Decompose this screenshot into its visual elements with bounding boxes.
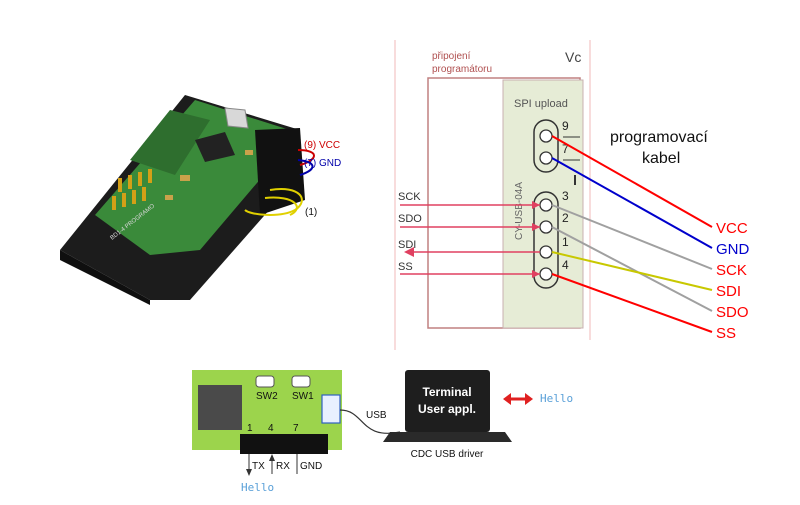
cable-callout: (1) [305,207,317,218]
wire-gnd [551,157,713,249]
corner-text: Vc [565,49,581,65]
wire-label-ss: SS [716,325,736,342]
gnd-label: GND [300,461,322,472]
pin-1-label: 1 [247,423,253,434]
sw2-label: SW2 [256,391,278,402]
cable-wire [264,196,298,216]
spi-schematic: připojení programátoru Vc SPI upload CY-… [394,40,750,350]
usb-serial-diagram: SW2 SW1 1 4 7 TX RX GND Hello USB Termin… [192,370,573,494]
pin-number: 9 [562,119,569,133]
module-component [245,150,253,155]
module-chip [195,132,235,162]
sw2-button [255,375,275,388]
header-label-line2: programátoru [432,64,492,75]
cable-label-line1: programovací [610,129,708,146]
cable-label-line2: kabel [642,150,680,167]
sdo-arrow [532,223,540,231]
board-usb-connector [321,394,341,424]
pin-number: 4 [562,258,569,272]
wire-label-sdo: SDO [716,304,749,321]
ss-arrow [532,270,540,278]
laptop-screen [405,370,490,432]
io-arrow-right [525,393,533,405]
gnd-callout: (7) GND [304,158,341,169]
module-component [165,195,173,200]
pin-number: 7 [562,142,569,156]
tx-label: TX [252,461,265,472]
rx-label: RX [276,461,290,472]
vcc-wire [297,149,315,166]
terminal-label-line2: User appl. [418,402,476,416]
pin-7 [539,151,553,165]
pcb-shade [130,110,210,175]
signal-label-sdi: SDI [398,239,416,251]
tx-arrow [246,469,252,476]
pin-number: 1 [562,235,569,249]
module-component [180,175,190,181]
rx-arrow [269,454,275,461]
connector-part-label: CY-USB-04A [514,182,525,240]
wire-label-sck: SCK [716,262,747,279]
pin-2 [539,220,553,234]
laptop-base [383,432,512,442]
pin-7-label: 7 [293,423,299,434]
pin-4-label: 4 [268,423,274,434]
signal-label-sck: SCK [398,191,421,203]
wire-label-sdi: SDI [716,283,741,300]
signal-label-ss: SS [398,261,413,273]
driver-label: CDC USB driver [411,449,484,460]
module-housing-side [60,250,150,305]
module-connector [255,128,305,215]
signal-label-sdo: SDO [398,213,422,225]
hello-output-right: Hello [540,392,573,405]
wire-label-vcc: VCC [716,220,748,237]
pin-group-top [533,119,559,173]
socket-pins [112,169,152,210]
pin-number: 2 [562,211,569,225]
cable-wire [244,188,303,216]
wire-ss [551,273,713,333]
sdi-arrow [404,247,414,257]
pin-9 [539,129,553,143]
sck-arrow [532,201,540,209]
wire-sck [551,204,713,270]
io-arrow-left [503,393,511,405]
pin-4 [539,267,553,281]
header-label-line1: připojení [432,51,471,62]
pin-number: 3 [562,189,569,203]
usb-label: USB [366,410,387,421]
pin-group-bottom [533,191,559,289]
module-pcb [95,100,290,255]
hello-output-bottom: Hello [241,481,274,494]
pin-1 [539,245,553,259]
programmer-module-photo: BD1-4 PROGRAMO (9) VCC (7) GND (1) [60,95,341,305]
wire-sdi [551,251,713,291]
spi-upload-label: SPI upload [514,98,568,110]
vcc-callout: (9) VCC [304,140,340,151]
wire-sdo [551,226,713,312]
gnd-wire [297,159,314,176]
wire-vcc [551,135,713,228]
pin-header [240,434,328,454]
sw1-label: SW1 [292,391,314,402]
usb-port [224,107,249,129]
terminal-label-line1: Terminal [422,385,471,399]
board-chip [198,385,242,430]
wire-label-gnd: GND [716,241,750,258]
pin-3 [539,198,553,212]
sw1-button [291,375,311,388]
